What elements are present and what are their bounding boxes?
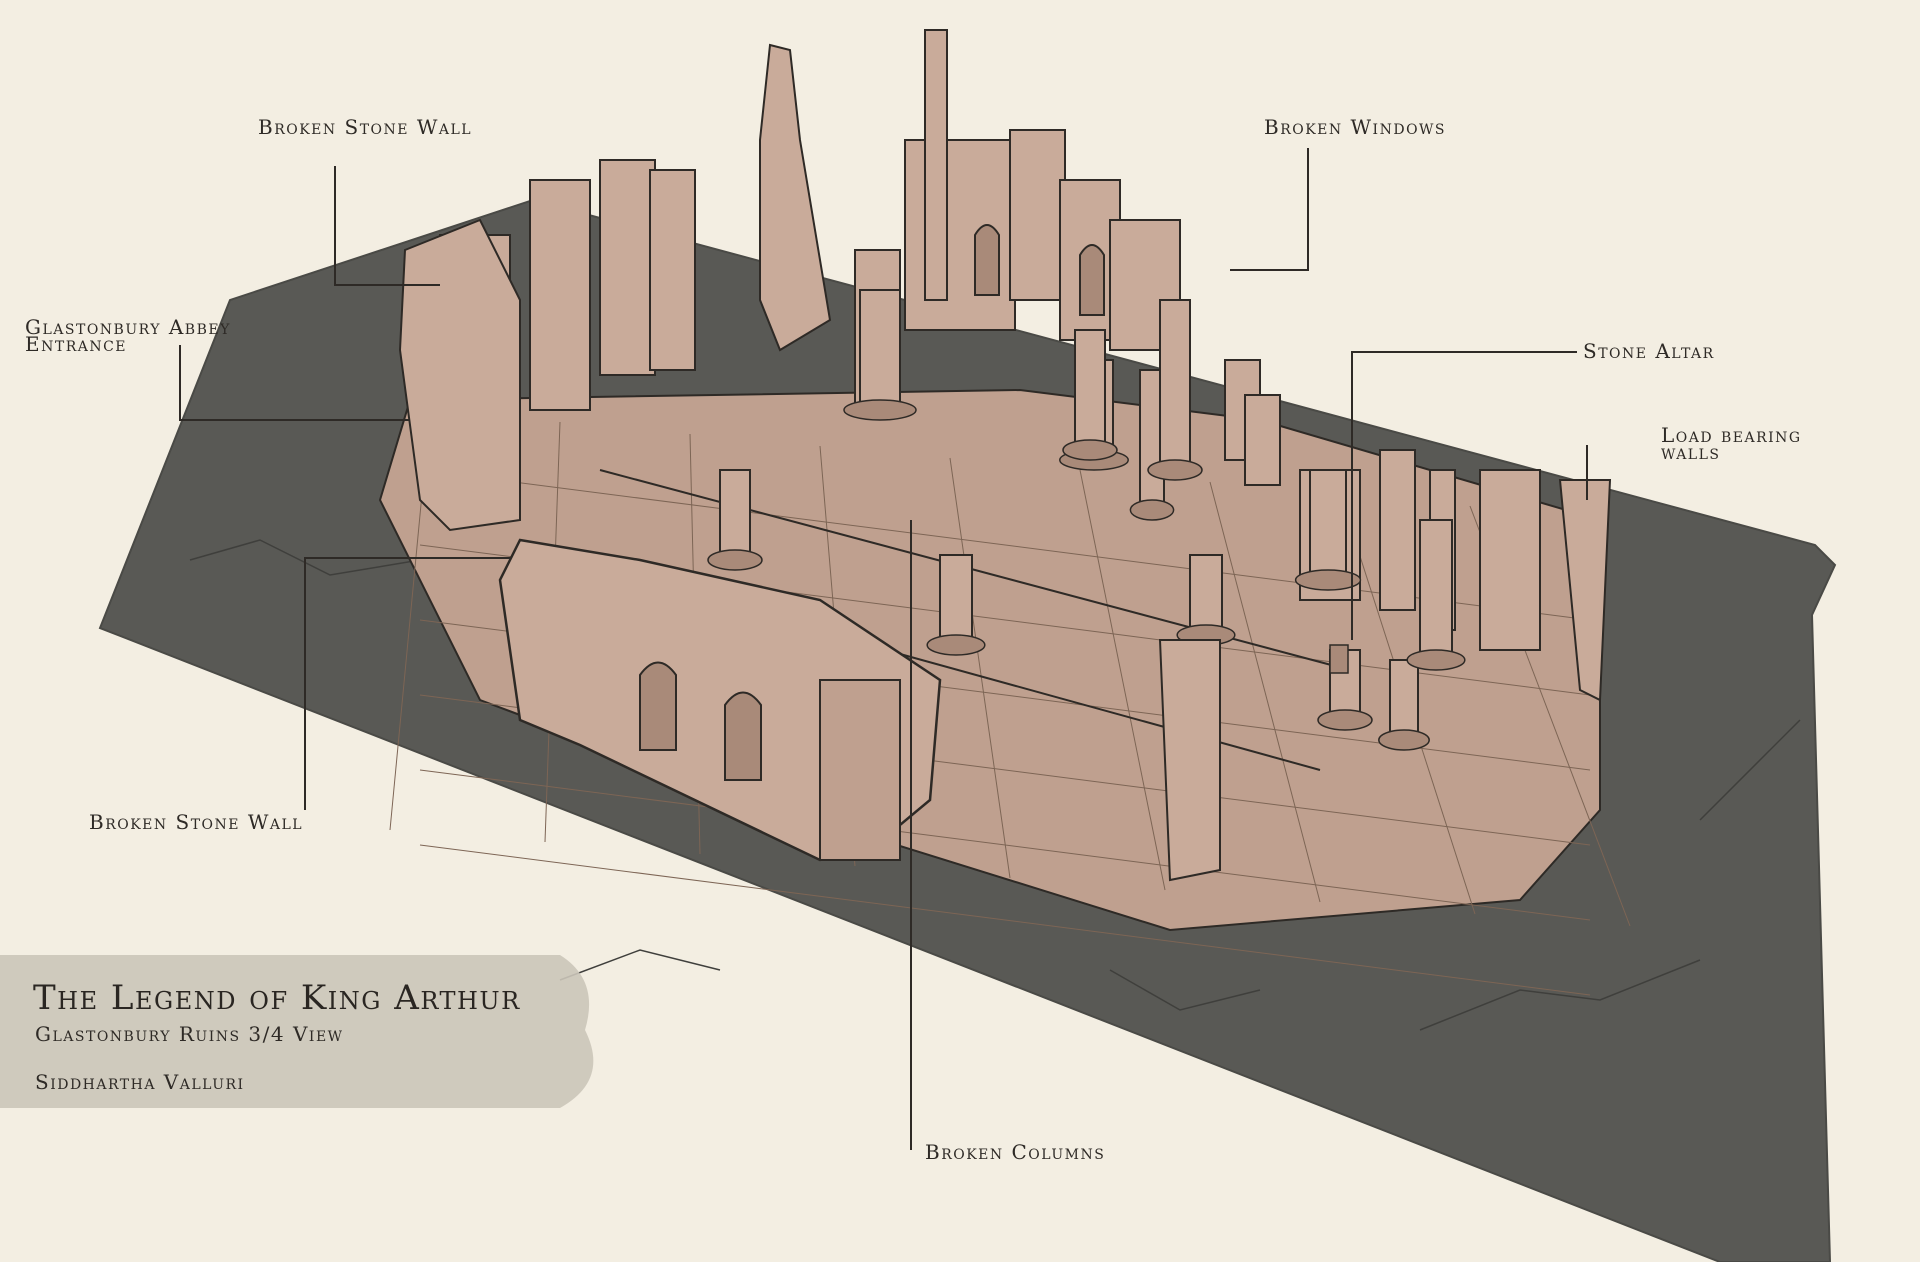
- title-band-shape: [0, 955, 594, 1108]
- floor-tile-line-v5: [1079, 469, 1166, 891]
- leader-line-2: [179, 345, 410, 421]
- title-band-fill: [0, 955, 594, 1108]
- label-broken-stone-wall-top: Broken Stone Wall: [258, 115, 473, 139]
- column-7: [1389, 659, 1419, 741]
- floor-tile-line-v6: [1209, 481, 1321, 903]
- column-base-6: [1317, 709, 1373, 731]
- back-wall-block-12: [1379, 449, 1416, 611]
- column-3: [939, 554, 973, 646]
- title-subtitle: Glastonbury Ruins 3/4 View: [35, 1022, 344, 1046]
- title-main: The Legend of King Arthur: [33, 978, 521, 1018]
- leader-line-0: [334, 166, 440, 286]
- label-broken-windows: Broken Windows: [1264, 115, 1447, 139]
- column-base-5: [707, 549, 763, 571]
- entrance-tower: [398, 218, 521, 532]
- back-wall-block-2: [599, 159, 656, 376]
- column-base-0: [843, 399, 917, 421]
- label-abbey-entrance-line2: Entrance: [25, 332, 128, 356]
- floor-tile-line-h5: [419, 844, 1591, 996]
- label-load-bearing-walls: Load bearing walls: [1661, 423, 1802, 464]
- broken-columns-group: [707, 289, 1466, 751]
- column-base-8: [1406, 649, 1466, 671]
- column-0: [859, 289, 901, 411]
- label-load-bearing-line2: walls: [1661, 440, 1721, 464]
- back-wall-block-3: [649, 169, 696, 371]
- leader-line-5: [304, 557, 510, 810]
- back-wall-block-1: [529, 179, 591, 411]
- column-base-2: [1294, 569, 1362, 591]
- callout-leader-lines: [179, 148, 1588, 1150]
- label-stone-altar: Stone Altar: [1583, 339, 1715, 363]
- front-walls: [398, 218, 1612, 882]
- column-base-9: [1062, 439, 1118, 461]
- column-5: [719, 469, 751, 561]
- leader-line-3: [1351, 351, 1577, 640]
- label-abbey-entrance: Glastonbury Abbey Entrance: [25, 315, 231, 356]
- column-8: [1419, 519, 1453, 661]
- front-window-0: [639, 661, 677, 751]
- column-base-10: [1129, 499, 1175, 521]
- column-9: [1074, 329, 1106, 451]
- column-base-3: [926, 634, 986, 656]
- front-pillar: [1158, 639, 1221, 882]
- label-abbey-entrance-line1: Glastonbury Abbey: [25, 315, 231, 339]
- back-wall-block-5: [1009, 129, 1066, 301]
- back-wall-block-10: [1244, 394, 1281, 486]
- spire-right: [924, 29, 948, 301]
- ground-crack-0: [189, 539, 421, 576]
- label-broken-stone-wall-bottom: Broken Stone Wall: [89, 810, 304, 834]
- leader-line-1: [1230, 148, 1309, 271]
- stone-altar-shape: [1329, 644, 1349, 674]
- ground-crack-2: [1109, 969, 1261, 1011]
- column-base-7: [1378, 729, 1430, 751]
- column-4: [1189, 554, 1223, 636]
- column-2: [1309, 469, 1347, 581]
- label-broken-columns: Broken Columns: [925, 1140, 1106, 1164]
- right-wall-end: [1558, 479, 1612, 702]
- column-11: [1159, 299, 1191, 471]
- floor-tile-line-h4: [419, 769, 1591, 921]
- front-buttress: [819, 679, 901, 861]
- spire-left: [759, 43, 832, 352]
- floor-tile-line-v4: [949, 457, 1011, 879]
- back-window-1: [1079, 244, 1105, 316]
- ground-crack-1: [1419, 959, 1701, 1031]
- back-window-0: [974, 224, 1000, 296]
- ground-crack-3: [1699, 719, 1801, 821]
- label-load-bearing-line1: Load bearing: [1661, 423, 1802, 447]
- front-window-1: [724, 691, 762, 781]
- title-author: Siddhartha Valluri: [35, 1070, 245, 1094]
- ground-crack-4: [559, 949, 721, 981]
- back-wall-block-14: [1479, 469, 1541, 651]
- column-base-11: [1147, 459, 1203, 481]
